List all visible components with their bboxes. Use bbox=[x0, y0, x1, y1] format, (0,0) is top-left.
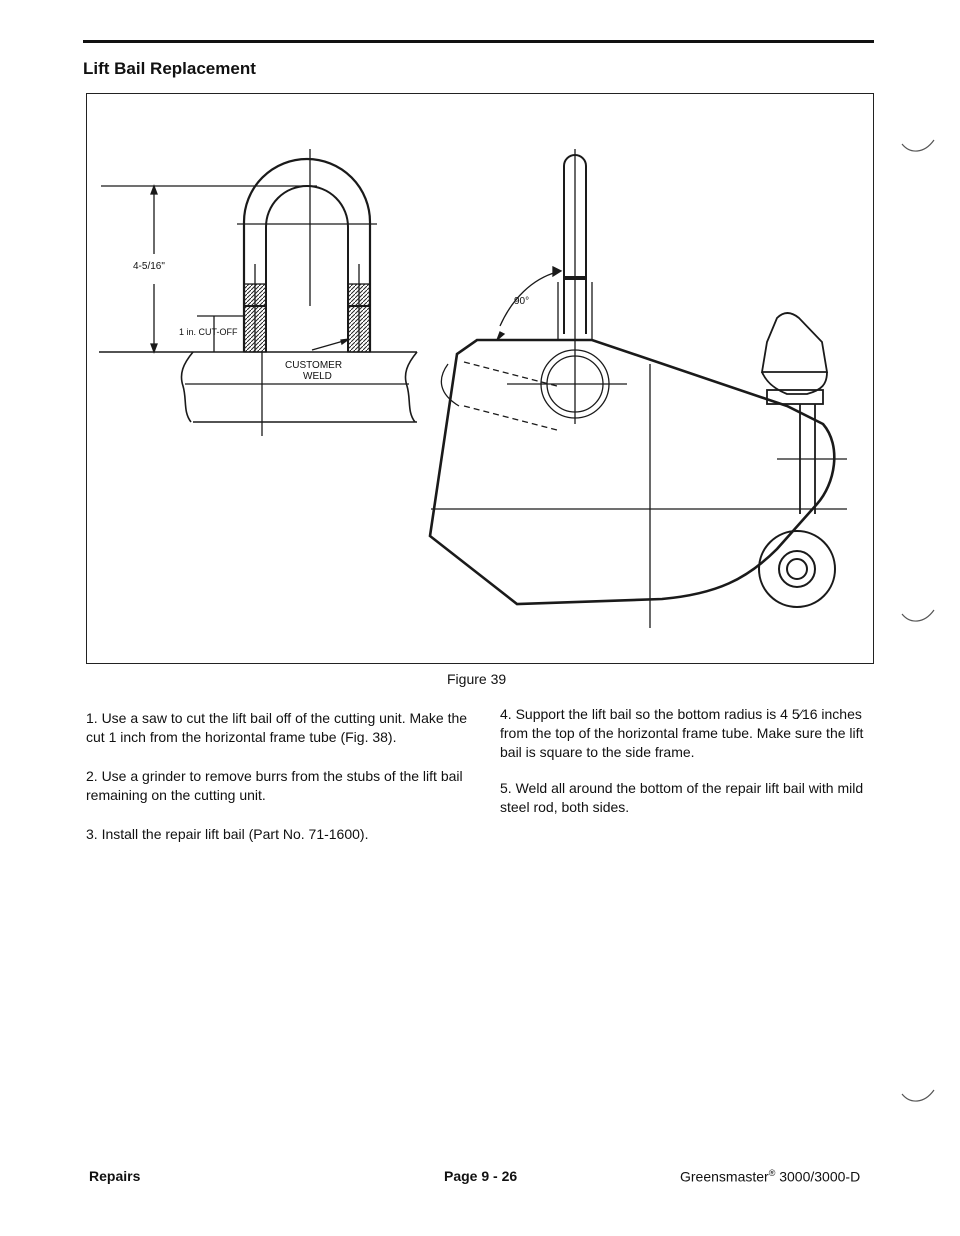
side-frame bbox=[428, 338, 836, 606]
cut-off-label: 1 in. CUT-OFF bbox=[179, 327, 238, 337]
bail-inner bbox=[265, 185, 349, 352]
step-1: 1. Use a saw to cut the lift bail off of… bbox=[86, 710, 468, 745]
roller-wheel bbox=[758, 530, 836, 608]
bail-outer bbox=[242, 157, 372, 352]
step-4: 4. Support the lift bail so the bottom r… bbox=[500, 706, 864, 760]
figure-box: 4-5/16" 1 in. CUT-OFF CUSTOMER WELD 90° bbox=[86, 93, 874, 664]
footer-page-number: Page 9 - 26 bbox=[444, 1168, 518, 1184]
dimension-label: 4-5/16" bbox=[133, 261, 165, 272]
steps-left-column: 1. Use a saw to cut the lift bail off of… bbox=[86, 709, 471, 864]
weld-label-2: WELD bbox=[303, 371, 332, 382]
registered-mark: ® bbox=[768, 1168, 776, 1178]
weld-label-1: CUSTOMER bbox=[285, 360, 342, 371]
step-2: 2. Use a grinder to remove burrs from th… bbox=[86, 768, 463, 803]
footer-product: Greensmaster® 3000/3000-D bbox=[680, 1168, 860, 1185]
figure-caption: Figure 39 bbox=[447, 671, 507, 687]
footer-section: Repairs bbox=[89, 1168, 141, 1184]
binding-hole-mark-3 bbox=[901, 1089, 935, 1102]
binding-hole-mark-1 bbox=[901, 139, 935, 152]
footer-brand: Greensmaster bbox=[680, 1168, 769, 1185]
angle-label: 90° bbox=[514, 296, 529, 307]
stub-left bbox=[243, 283, 267, 353]
step-5: 5. Weld all around the bottom of the rep… bbox=[500, 780, 864, 815]
top-rule bbox=[83, 40, 874, 43]
section-title: Lift Bail Replacement bbox=[83, 59, 256, 78]
stub-right bbox=[347, 283, 371, 353]
lift-bail-diagram: 4-5/16" 1 in. CUT-OFF CUSTOMER WELD 90° bbox=[99, 149, 847, 628]
steps-right-column: 4. Support the lift bail so the bottom r… bbox=[500, 705, 880, 834]
footer-model: 3000/3000-D bbox=[775, 1168, 861, 1185]
bracket-cap bbox=[760, 312, 829, 373]
step-3: 3. Install the repair lift bail (Part No… bbox=[86, 826, 369, 842]
binding-hole-mark-2 bbox=[901, 609, 935, 622]
